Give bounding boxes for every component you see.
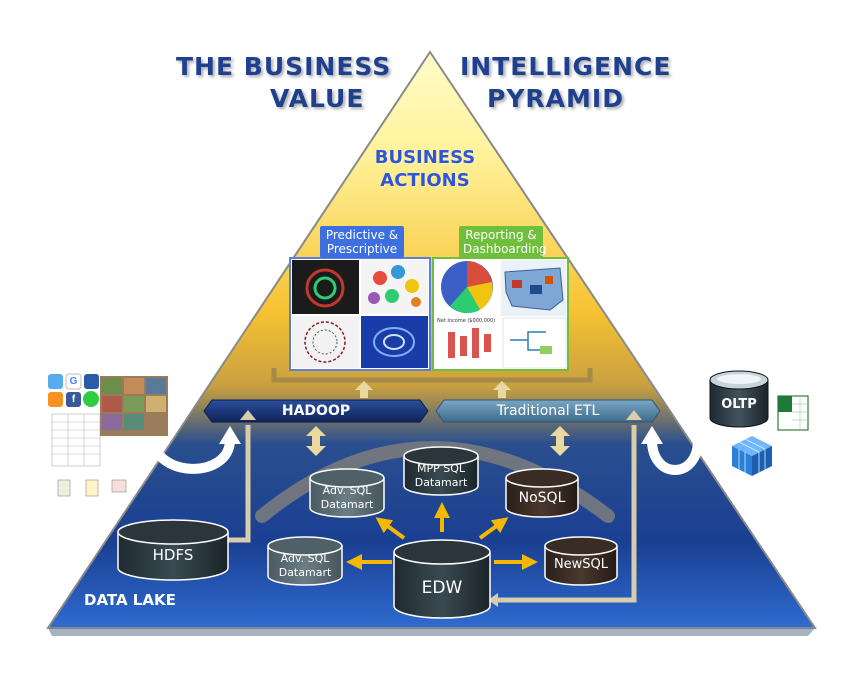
chart-doc-icon — [85, 479, 99, 497]
oltp-feed-arrowhead — [641, 426, 663, 444]
social-feed-arrow — [145, 429, 235, 474]
etl-label: Traditional ETL — [496, 403, 600, 419]
edw-cylinder — [393, 539, 491, 619]
social-feed-arrowhead — [219, 426, 241, 444]
band-double-arrows — [306, 426, 570, 456]
business-actions-line1: BUSINESS — [374, 147, 476, 168]
spreadsheet-thumb — [51, 413, 101, 467]
adv-sql-top-label: Adv. SQL Datamart — [310, 484, 384, 512]
google-letter: G — [69, 376, 78, 387]
social-sources — [47, 372, 168, 503]
twitter-icon — [48, 374, 63, 389]
predictive-panel — [289, 257, 431, 371]
title-line1-right: INTELLIGENCE — [460, 52, 672, 81]
document-icon — [57, 479, 71, 497]
hadoop-band — [203, 399, 429, 423]
data-lake-label: DATA LAKE — [84, 591, 176, 609]
etl-band — [435, 399, 661, 423]
facebook-letter: f — [71, 394, 76, 405]
reporting-panel — [432, 257, 569, 371]
bar-chart-thumb — [448, 328, 491, 358]
mpp-sql-line1: MPP SQL — [416, 462, 466, 475]
newsql-cylinder — [544, 536, 618, 586]
google-icon — [65, 373, 82, 390]
presentation-icon — [111, 479, 127, 493]
facebook-icon — [66, 392, 81, 407]
adv-sql-left-line2: Datamart — [278, 566, 332, 579]
network-graph — [368, 265, 421, 307]
adv-sql-top-cylinder — [309, 468, 385, 518]
chart-caption: Net Income ($000,000) — [437, 318, 496, 324]
pyramid-shadow — [48, 628, 815, 636]
adv-sql-top-line1: Adv. SQL — [322, 484, 372, 497]
adv-sql-left-cylinder — [267, 536, 343, 586]
database-icon — [709, 370, 769, 428]
messaging-icon — [83, 391, 99, 407]
title-line2-right: PYRAMID — [487, 84, 624, 113]
panel-bracket — [271, 368, 593, 383]
title-line1-left: THE BUSINESS — [176, 52, 392, 81]
oltp-label: OLTP — [721, 397, 757, 412]
business-actions-line2: ACTIONS — [380, 170, 470, 191]
adv-sql-left-label: Adv. SQL Datamart — [268, 552, 342, 580]
adv-sql-top-line2: Datamart — [320, 498, 374, 511]
reporting-label: Reporting & Dashboarding — [459, 226, 547, 258]
mpp-sql-label: MPP SQL Datamart — [404, 462, 478, 490]
hdfs-label: HDFS — [152, 546, 194, 564]
edw-arrows — [346, 502, 538, 570]
predictive-label: Predictive & Prescriptive — [320, 226, 404, 258]
newsql-label: NewSQL — [553, 557, 609, 572]
title-line2-left: VALUE — [270, 84, 365, 113]
nosql-cylinder — [505, 468, 579, 518]
hadoop-label: HADOOP — [281, 403, 351, 419]
oltp-sources — [700, 366, 809, 476]
nosql-label: NoSQL — [518, 490, 566, 506]
edw-label: EDW — [421, 578, 463, 598]
cube-icon — [732, 436, 772, 476]
hdfs-cylinder — [117, 519, 229, 581]
myspace-icon — [84, 374, 99, 389]
side-routes — [218, 410, 642, 607]
mpp-sql-line2: Datamart — [414, 476, 468, 489]
band-up-arrows — [355, 381, 511, 398]
adv-sql-left-line1: Adv. SQL — [280, 552, 330, 565]
mpp-sql-cylinder — [403, 446, 479, 496]
pie-chart — [441, 261, 493, 314]
business-actions: BUSINESS ACTIONS — [350, 146, 500, 192]
oltp-feed-arrow — [647, 439, 703, 475]
rss-icon — [48, 392, 63, 407]
